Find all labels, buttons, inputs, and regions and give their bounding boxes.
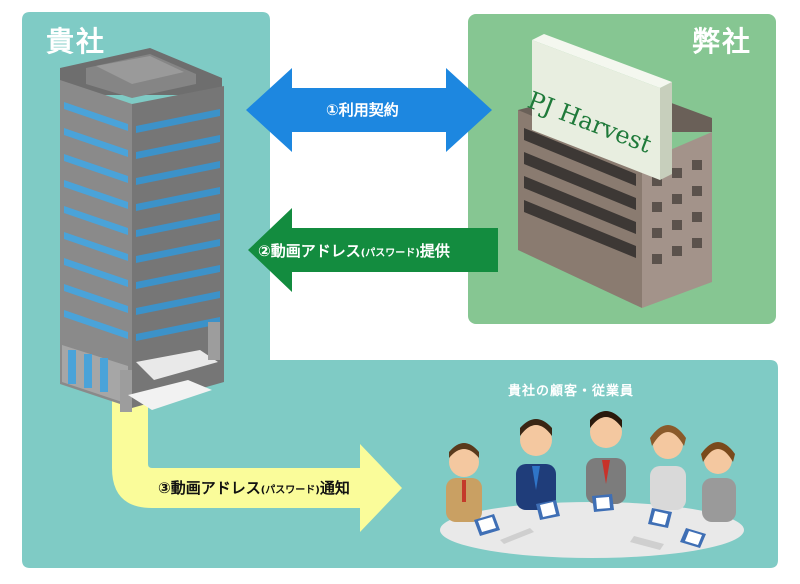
notify-label-main: ③動画アドレス [158, 479, 261, 497]
notify-arrow-label: ③動画アドレス(パスワード)通知 [158, 477, 350, 498]
notify-label-tail: 通知 [319, 479, 350, 497]
provide-label-main: ②動画アドレス [258, 242, 361, 260]
client-label: 貴社 [46, 25, 107, 58]
client-building [60, 48, 224, 412]
provide-label-small: (パスワード) [360, 248, 420, 259]
company-building [518, 34, 712, 308]
provide-arrow [248, 208, 498, 292]
company-label: 弊社 [692, 25, 753, 58]
provide-label-tail: 提供 [419, 242, 450, 260]
notify-arrow [112, 400, 402, 532]
contract-arrow-label: ①利用契約 [326, 101, 399, 119]
notify-label-small: (パスワード) [260, 485, 320, 496]
contract-arrow [246, 68, 492, 152]
customers-caption: 貴社の顧客・従業員 [508, 384, 635, 399]
provide-arrow-label: ②動画アドレス(パスワード)提供 [258, 240, 450, 261]
customers-group [440, 411, 744, 558]
